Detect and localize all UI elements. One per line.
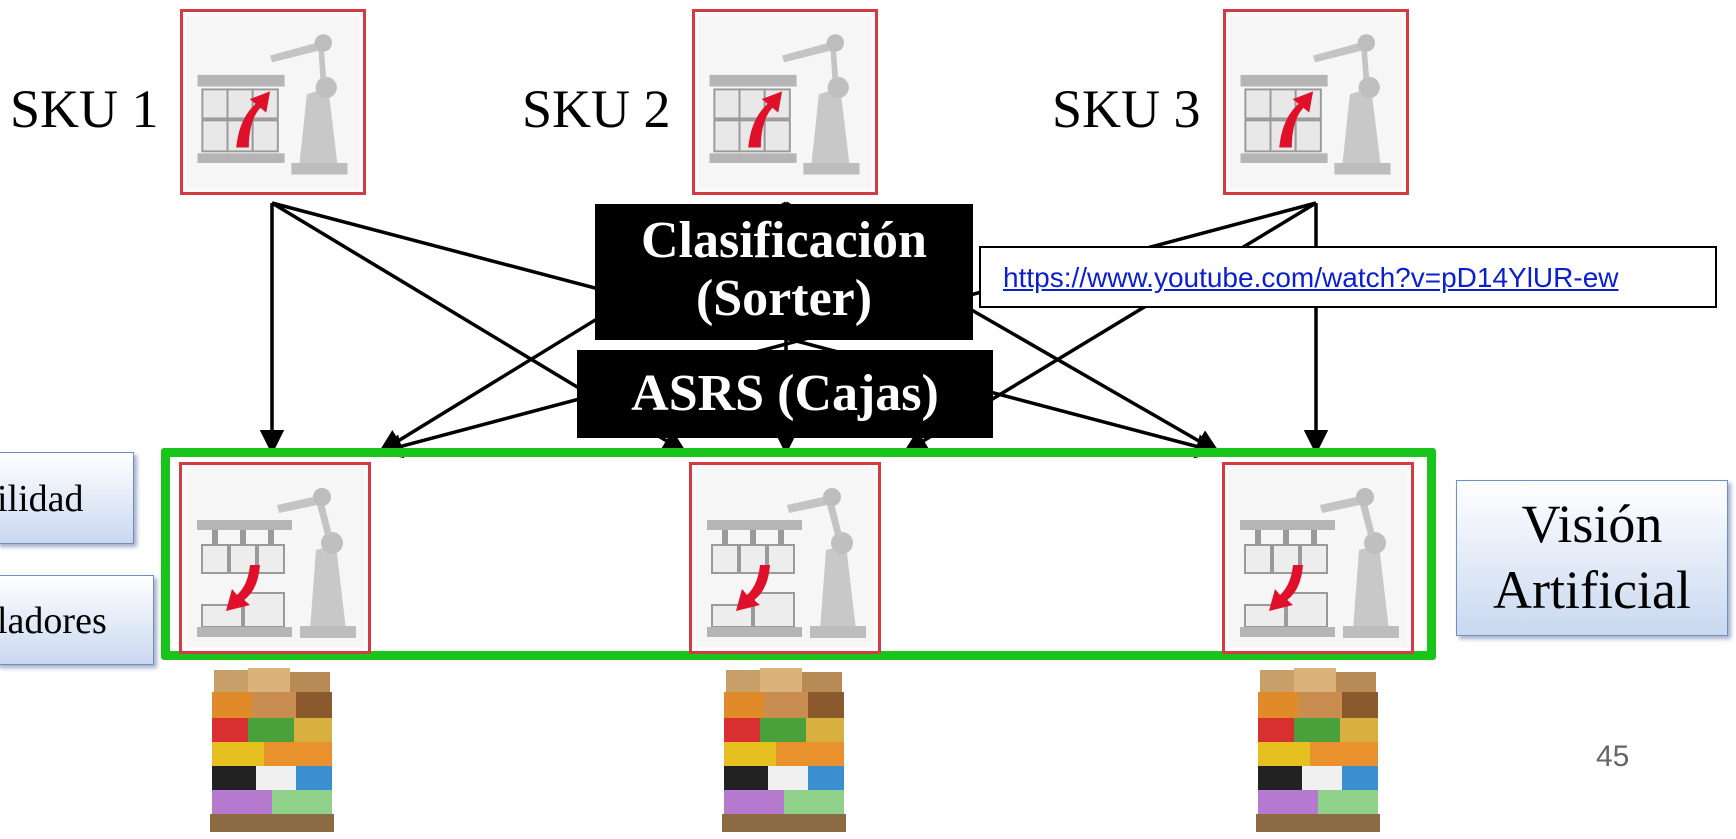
sku-2-label: SKU 2: [522, 79, 671, 139]
robot-palletizing-icon: [1222, 462, 1414, 654]
sorter-box: Clasificación (Sorter): [595, 204, 973, 340]
left-info-box-bottom-text: ladores: [0, 600, 107, 642]
robot-depalletizing-icon: [180, 9, 366, 195]
robot-depalletizing-icon: [692, 9, 878, 195]
vision-artificial-box: Visión Artificial: [1456, 480, 1728, 636]
page-number: 45: [1596, 740, 1630, 773]
sorter-subtitle: (Sorter): [695, 270, 873, 327]
mixed-pallet-photo: [208, 666, 336, 834]
palletizing-group-highlight: [161, 448, 1436, 660]
sorter-title: Clasificación: [641, 212, 927, 269]
left-info-box-top-text: ilidad: [0, 478, 84, 520]
sku-1-label: SKU 1: [10, 79, 159, 139]
sku-3-label: SKU 3: [1052, 79, 1201, 139]
mixed-pallet-photo: [1254, 666, 1382, 834]
left-info-box-bottom: ladores: [0, 575, 154, 665]
left-info-box-top: ilidad: [0, 452, 134, 544]
robot-palletizing-icon: [179, 462, 371, 654]
asrs-box: ASRS (Cajas): [577, 350, 993, 438]
mixed-pallet-photo: [720, 666, 848, 834]
vision-line2: Artificial: [1493, 560, 1691, 620]
video-link[interactable]: https://www.youtube.com/watch?v=pD14YlUR…: [1003, 262, 1619, 293]
vision-line1: Visión: [1521, 494, 1663, 554]
robot-palletizing-icon: [689, 462, 881, 654]
robot-depalletizing-icon: [1223, 9, 1409, 195]
video-link-box: https://www.youtube.com/watch?v=pD14YlUR…: [979, 246, 1717, 308]
